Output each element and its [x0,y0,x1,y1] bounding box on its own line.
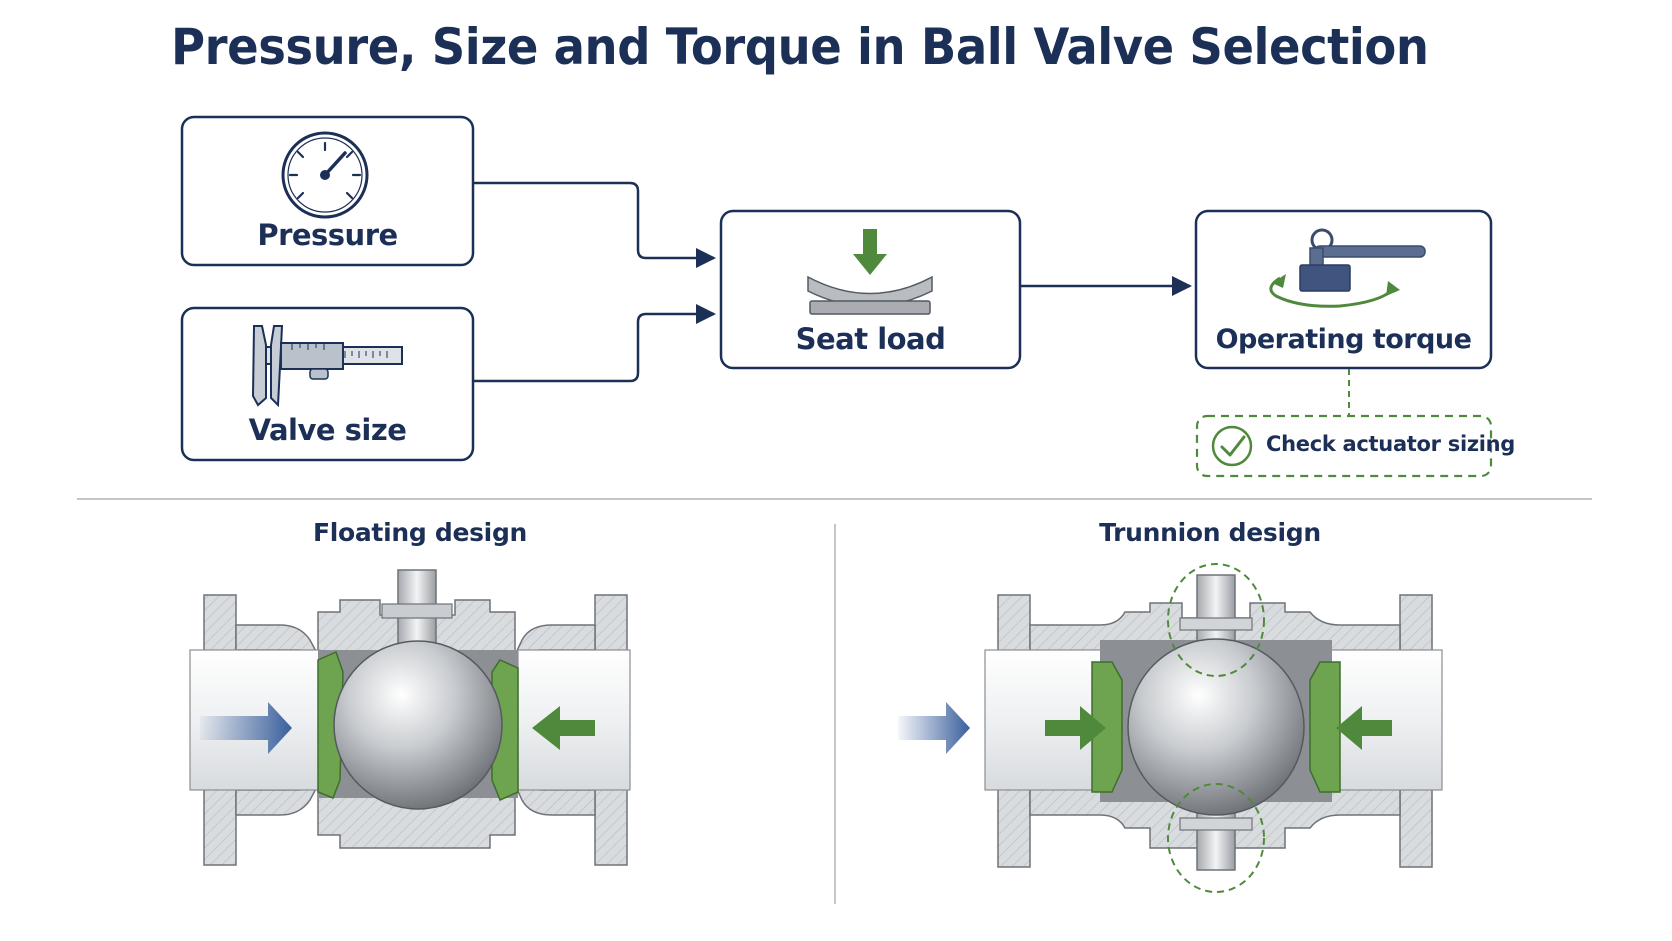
seat-load-box [719,209,1022,370]
valve-size-connector [474,304,716,383]
check-actuator-box [1195,414,1493,478]
trunnion-valve-section [898,563,1443,893]
check-circle-icon [1211,425,1253,467]
seat-load-label: Seat load [795,322,946,356]
pressure-connector [474,181,716,268]
operating-torque-label: Operating torque [1215,324,1472,355]
caliper-icon [251,325,403,408]
pressure-label: Pressure [257,218,398,252]
check-actuator-label: Check actuator sizing [1266,432,1516,456]
trunnion-design-title: Trunnion design [1099,518,1321,547]
page-title: Pressure, Size and Torque in Ball Valve … [171,18,1429,76]
seat-load-icon [807,229,933,315]
floating-design-title: Floating design [312,518,528,547]
pressure-gauge-icon [281,131,369,219]
valve-size-label: Valve size [248,413,407,447]
valve-handle-icon [1269,228,1426,308]
floating-valve-section [189,569,631,866]
